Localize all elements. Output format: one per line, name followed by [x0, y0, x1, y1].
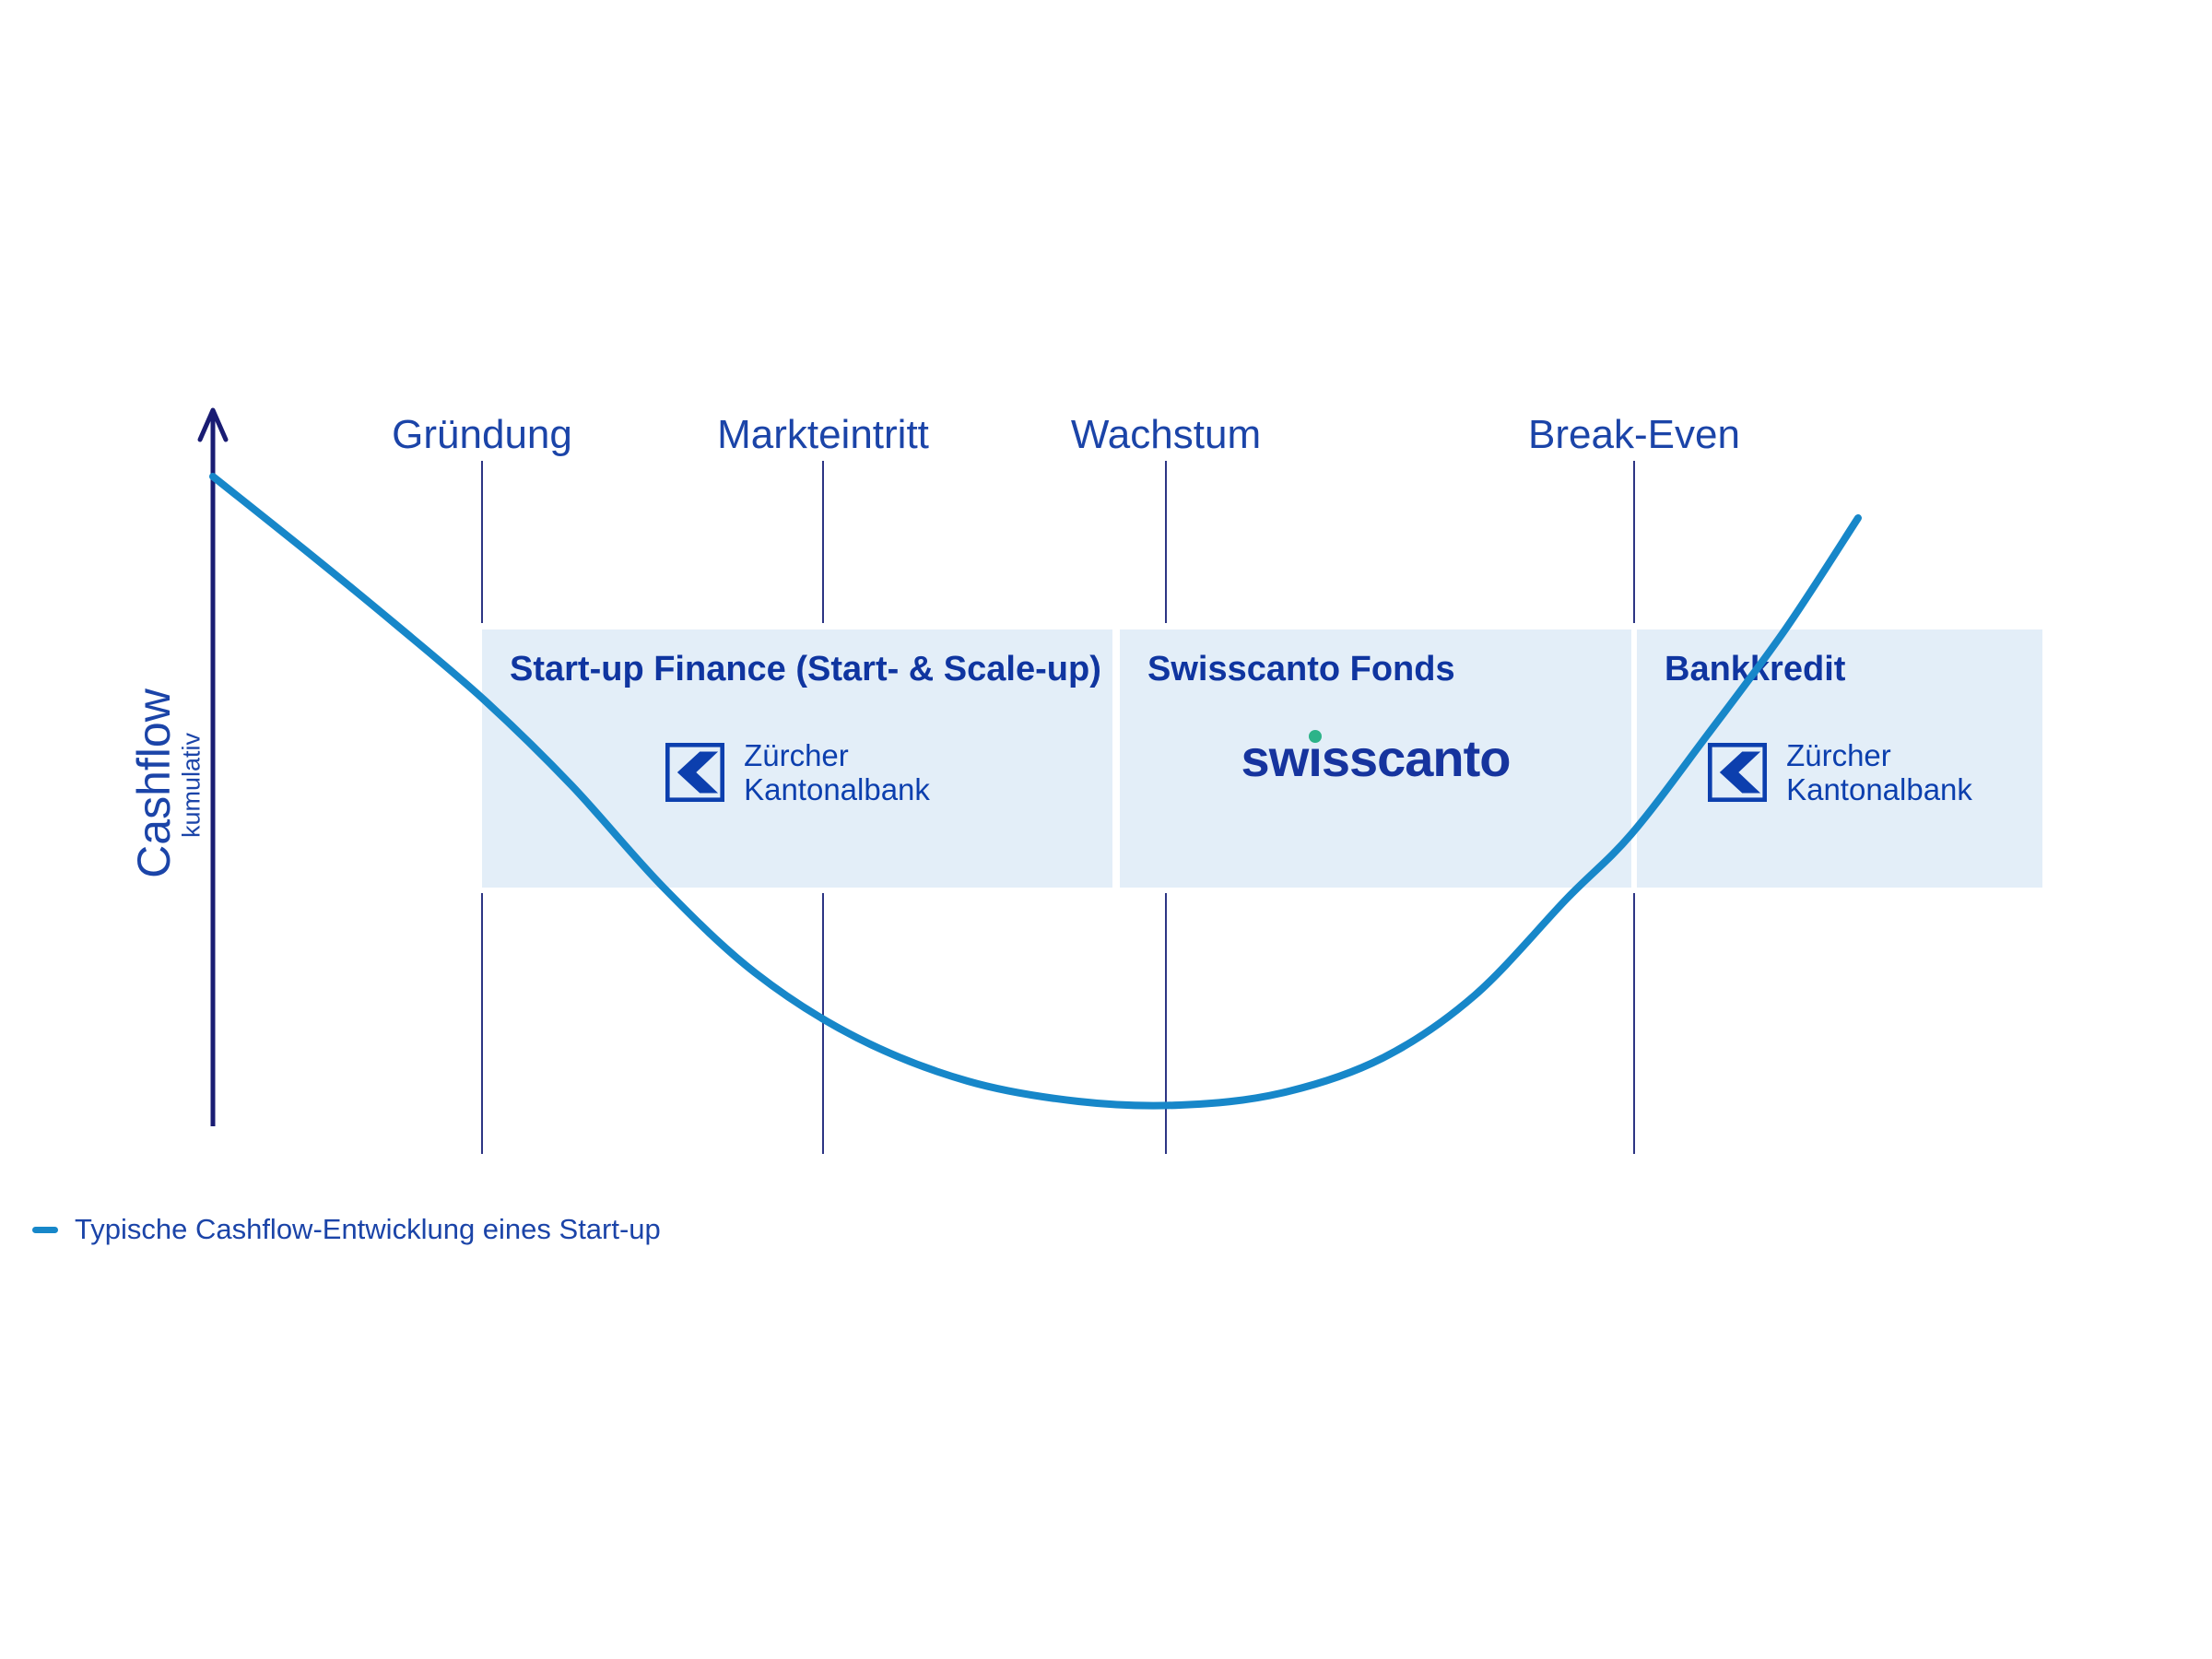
phase-label-wachstum: Wachstum: [1070, 412, 1262, 457]
swisscanto-wordmark-i: ı: [1308, 729, 1323, 787]
zkb-chevron-icon: [1708, 742, 1768, 803]
zkb-wordmark-line1: Zürcher: [744, 738, 849, 772]
zkb-wordmark-line1: Zürcher: [1786, 738, 1891, 772]
zkb-logo: Zürcher Kantonalbank: [482, 738, 1112, 806]
zkb-wordmark-line2: Kantonalbank: [1786, 772, 1972, 806]
box-title: Swisscanto Fonds: [1147, 650, 1455, 688]
box-title: Start-up Finance (Start- & Scale-up): [510, 650, 1101, 688]
y-axis-sublabel: kumulativ: [177, 732, 206, 839]
phase-label-break-even: Break-Even: [1528, 412, 1740, 457]
legend: Typische Cashflow-Entwicklung eines Star…: [32, 1213, 661, 1246]
phase-label-markteintritt: Markteintritt: [717, 412, 929, 457]
zkb-wordmark: Zürcher Kantonalbank: [744, 738, 930, 806]
phase-box-startup-finance: Start-up Finance (Start- & Scale-up) Zür…: [482, 629, 1112, 888]
zkb-wordmark: Zürcher Kantonalbank: [1786, 738, 1972, 806]
phase-box-swisscanto-fonds: Swisscanto Fonds swısscanto: [1120, 629, 1631, 888]
box-title: Bankkredit: [1665, 650, 1846, 688]
y-axis-label: Cashflow: [128, 688, 180, 878]
swisscanto-i-green-dot-icon: ı: [1308, 733, 1323, 784]
swisscanto-wordmark: swısscanto: [1241, 733, 1512, 784]
swisscanto-logo: swısscanto: [1120, 733, 1631, 784]
legend-line-marker-icon: [32, 1226, 58, 1233]
zkb-chevron-icon: [665, 742, 725, 803]
phase-box-bankkredit: Bankkredit Zürcher Kantonalbank: [1637, 629, 2042, 888]
legend-label: Typische Cashflow-Entwicklung eines Star…: [75, 1213, 661, 1245]
zkb-wordmark-line2: Kantonalbank: [744, 772, 930, 806]
zkb-logo: Zürcher Kantonalbank: [1637, 738, 2042, 806]
swisscanto-wordmark-post: sscanto: [1321, 729, 1512, 787]
y-axis-arrowhead-icon: [197, 407, 229, 442]
swisscanto-wordmark-pre: sw: [1241, 729, 1310, 787]
phase-label-gruendung: Gründung: [392, 412, 572, 457]
